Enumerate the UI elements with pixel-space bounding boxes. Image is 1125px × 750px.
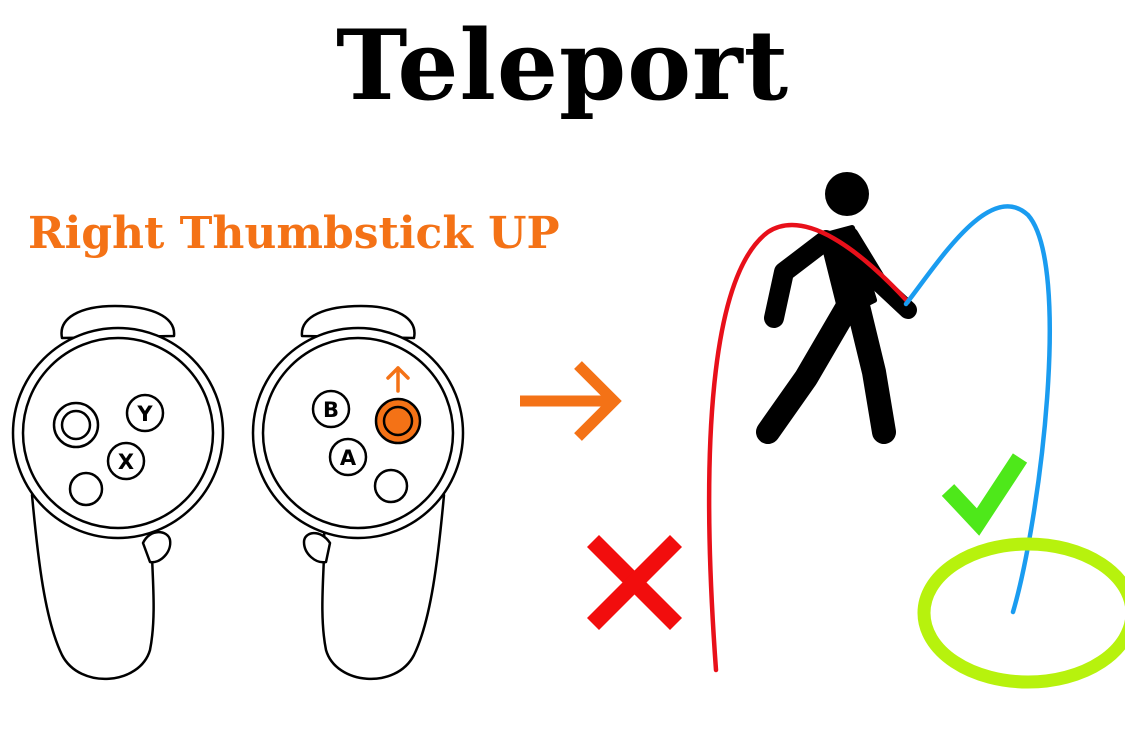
y-button-label: Y — [136, 402, 153, 426]
right-controller-handle — [321, 493, 446, 680]
left-controller — [11, 304, 225, 680]
b-button-label: B — [323, 398, 339, 422]
left-controller-inner-ring — [21, 336, 215, 530]
right-controller-inner-ring — [261, 336, 455, 530]
left-controller-handle — [30, 493, 155, 680]
instruction-label: Right Thumbstick UP — [28, 208, 560, 259]
x-button[interactable] — [106, 441, 146, 481]
cross-icon — [586, 534, 683, 631]
right-controller — [251, 304, 465, 680]
menu-button[interactable] — [68, 471, 104, 507]
right-controller-top-tab — [300, 304, 416, 340]
invalid-teleport-arc — [706, 222, 911, 673]
right-controller-trigger — [302, 531, 332, 564]
left-thumbstick-inner[interactable] — [60, 409, 92, 441]
oculus-button[interactable] — [373, 468, 409, 504]
x-button-label: X — [118, 450, 134, 474]
arrow-up-icon — [386, 366, 410, 393]
page-title: Teleport — [335, 9, 790, 122]
right-thumbstick-inner[interactable] — [382, 405, 414, 437]
b-button[interactable] — [311, 389, 351, 429]
arrow-right-icon — [520, 361, 622, 441]
a-button-label: A — [340, 446, 357, 470]
walking-person-icon — [756, 172, 917, 444]
left-controller-trigger — [141, 530, 172, 564]
target-ring-icon — [917, 537, 1125, 689]
check-icon — [941, 453, 1028, 536]
valid-teleport-arc — [903, 204, 1052, 615]
left-controller-top-tab — [60, 304, 176, 340]
a-button[interactable] — [328, 437, 368, 477]
y-button[interactable] — [125, 393, 165, 433]
